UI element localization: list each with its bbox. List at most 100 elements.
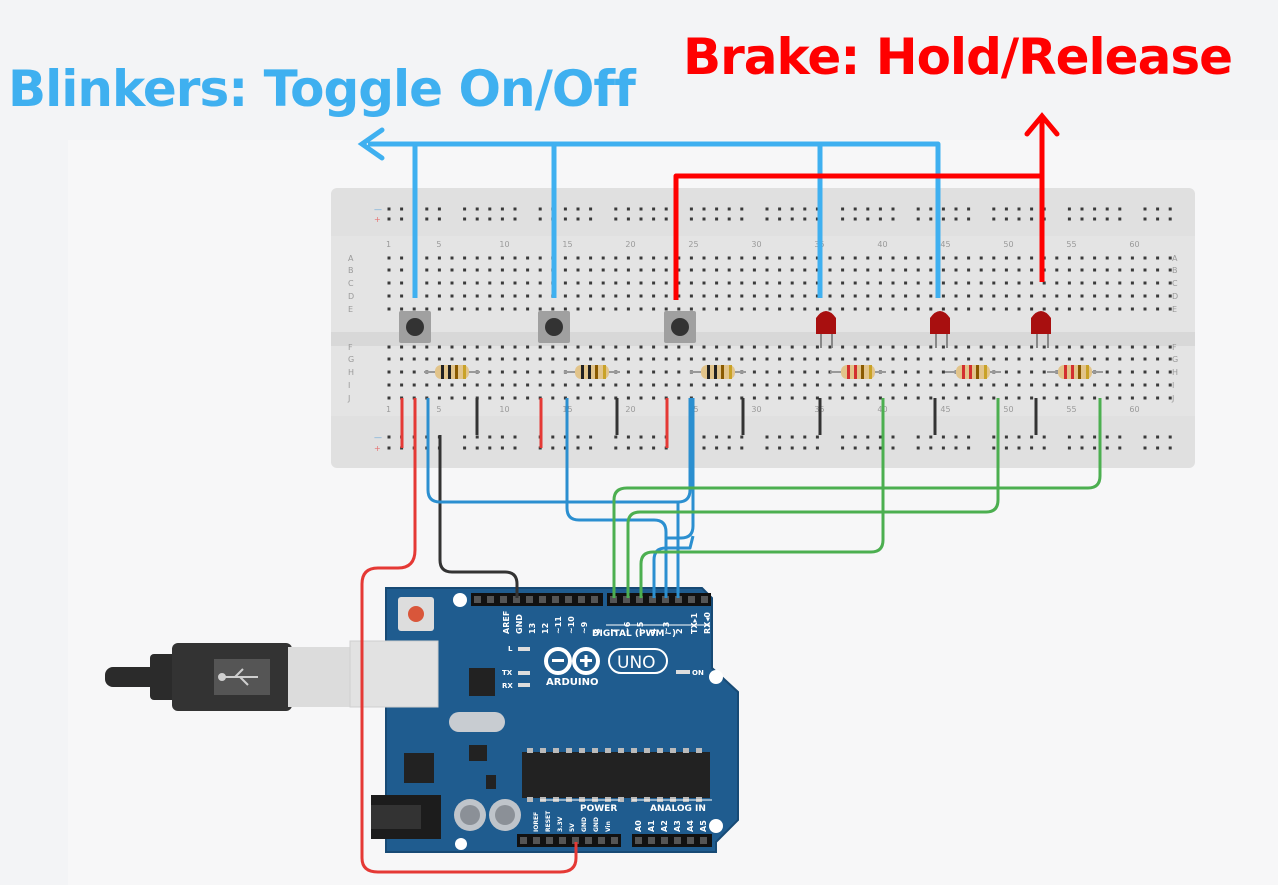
- power-pin-label: 3.3V: [557, 816, 564, 832]
- digital-pin-label: 4: [649, 628, 658, 634]
- power-pin-label: 5V: [569, 823, 576, 832]
- row-letter: E: [348, 305, 353, 314]
- row-letter: A: [348, 254, 354, 263]
- row-letter: I: [1172, 381, 1174, 390]
- digital-pin-label: 2: [675, 628, 684, 634]
- model-label: UNO: [617, 653, 656, 673]
- power-pin-label: IOREF: [533, 812, 540, 832]
- row-letter: D: [1172, 292, 1178, 301]
- led-label-tx: TX: [502, 669, 513, 677]
- analog-pin-label: A2: [660, 820, 669, 832]
- svg-text:—: —: [374, 433, 382, 442]
- svg-text:+: +: [374, 215, 381, 224]
- resistor-4: [830, 365, 886, 379]
- power-label: POWER: [580, 804, 617, 814]
- breadboard-jumpers: [400, 398, 1038, 448]
- row-letter: C: [1172, 279, 1178, 288]
- column-number: 10: [499, 240, 509, 249]
- wire-pin5-led1: [639, 398, 885, 598]
- breadboard: 1155101015152020252530303535404045455050…: [331, 188, 1195, 468]
- column-number: 20: [625, 405, 635, 414]
- led-brake: [1031, 311, 1051, 348]
- row-letter: G: [348, 355, 354, 364]
- power-pin-label: GND: [593, 817, 600, 832]
- column-number: 40: [877, 240, 887, 249]
- digital-pin-label: 8: [593, 628, 602, 634]
- digital-pin-label: 12: [541, 623, 550, 634]
- digital-pin-label: GND: [515, 614, 524, 634]
- row-letter: J: [1171, 394, 1174, 403]
- column-number: 5: [436, 405, 441, 414]
- row-letter: F: [348, 343, 353, 352]
- power-header: [517, 834, 621, 847]
- row-letter: D: [348, 292, 354, 301]
- resistor-3: [690, 365, 746, 379]
- led-right-blinker: [930, 311, 950, 348]
- arrow-left-icon: [357, 127, 385, 161]
- analog-pin-label: A0: [634, 820, 643, 832]
- power-pin-label: GND: [581, 817, 588, 832]
- digital-pin-label: ~9: [580, 621, 589, 634]
- row-letter: H: [1172, 368, 1178, 377]
- row-letter: A: [1172, 254, 1178, 263]
- wire-pin4-button3: [666, 398, 695, 540]
- blinker-signal-lines: [368, 141, 941, 298]
- usb-icon: [218, 668, 258, 686]
- brand-label: ARDUINO: [546, 677, 598, 688]
- digital-pin-label: 7: [610, 628, 619, 634]
- wire-pin7-led3: [612, 398, 1102, 598]
- brake-signal-lines: [673, 120, 1045, 300]
- digital-header-right: [607, 593, 711, 606]
- column-number: 50: [1003, 240, 1013, 249]
- wire-pin2-button1: [426, 398, 692, 504]
- analog-pin-label: A1: [647, 820, 656, 832]
- row-letter: H: [348, 368, 354, 377]
- column-number: 10: [499, 405, 509, 414]
- column-number: 55: [1066, 405, 1076, 414]
- arrow-up-icon: [1024, 112, 1060, 137]
- led-label-rx: RX: [502, 682, 513, 690]
- wire-5v: [360, 398, 578, 874]
- column-number: 45: [940, 405, 950, 414]
- column-number: 60: [1129, 405, 1139, 414]
- usb-cable: [105, 640, 439, 711]
- column-number: 1: [386, 405, 391, 414]
- resistors: [424, 365, 1103, 379]
- column-number: 1: [386, 240, 391, 249]
- row-letter: B: [348, 266, 354, 275]
- wire-pin3-button2: [565, 398, 668, 598]
- row-letter: G: [1172, 355, 1178, 364]
- power-pin-label: RESET: [545, 810, 552, 832]
- atmega-chip: [522, 752, 710, 798]
- resistor-5: [945, 365, 1001, 379]
- analog-pin-label: A5: [699, 820, 708, 832]
- column-number: 60: [1129, 240, 1139, 249]
- column-number: 5: [436, 240, 441, 249]
- column-number: 30: [751, 405, 761, 414]
- digital-pin-label: TX▸1: [690, 612, 699, 634]
- analog-pin-label: A4: [686, 820, 695, 832]
- arduino-uno-board: L TX RX ON ARDUINO UNO DIGITAL (PWM~) PO…: [371, 587, 739, 853]
- row-letter: B: [1172, 266, 1178, 275]
- blinkers-annotation: Blinkers: Toggle On/Off: [8, 60, 636, 118]
- row-letter: F: [1172, 343, 1177, 352]
- push-button-1[interactable]: [399, 311, 431, 343]
- digital-pin-label: ~10: [567, 616, 576, 634]
- row-letter: C: [348, 279, 354, 288]
- column-number: 55: [1066, 240, 1076, 249]
- column-number: 45: [940, 240, 950, 249]
- analog-pin-label: A3: [673, 820, 682, 832]
- resistor-6: [1047, 365, 1103, 379]
- column-number: 20: [625, 240, 635, 249]
- digital-pin-label: AREF: [502, 611, 511, 634]
- analog-label: ANALOG IN: [650, 804, 706, 814]
- push-button-2[interactable]: [538, 311, 570, 343]
- wire-gnd: [438, 435, 519, 598]
- column-number: 50: [1003, 405, 1013, 414]
- column-number: 25: [688, 240, 698, 249]
- digital-pin-label: ~11: [554, 616, 563, 634]
- digital-pin-label: ~5: [636, 621, 645, 634]
- row-letter: J: [347, 394, 350, 403]
- row-letter: I: [348, 381, 350, 390]
- push-button-3[interactable]: [664, 311, 696, 343]
